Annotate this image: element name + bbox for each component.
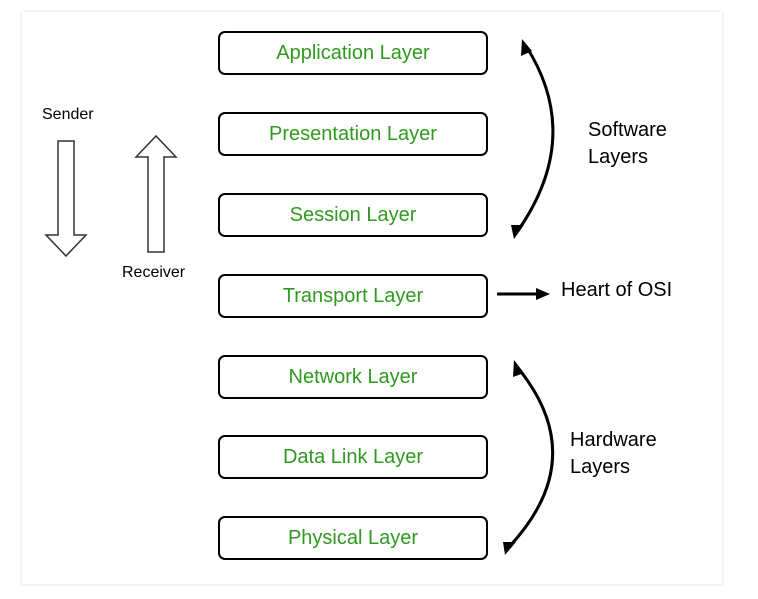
hardware-bracket-arrow — [506, 367, 555, 550]
sender-label: Sender — [42, 106, 94, 123]
layer-label: Data Link Layer — [282, 445, 424, 468]
receiver-label: Receiver — [122, 264, 186, 281]
software-label-line2: Layers — [588, 146, 649, 168]
up-arrow-icon — [134, 134, 178, 253]
layer-transport: Transport Layer — [218, 274, 488, 318]
layer-label: Application Layer — [276, 41, 430, 64]
software-label-line1: Software — [588, 119, 667, 141]
arrowhead-icon — [513, 360, 524, 377]
layer-application: Application Layer — [218, 31, 488, 75]
layer-label: Presentation Layer — [269, 122, 437, 145]
layer-session: Session Layer — [218, 193, 488, 237]
arrowhead-icon — [521, 39, 532, 56]
hardware-layers-label: Hardware Layers — [570, 427, 657, 481]
software-layers-label: Software Layers — [588, 117, 667, 171]
arrowhead-icon — [536, 288, 550, 300]
arrowhead-icon — [503, 542, 516, 555]
layer-presentation: Presentation Layer — [218, 112, 488, 156]
layer-label: Physical Layer — [287, 526, 419, 549]
software-bracket-arrow — [515, 45, 555, 233]
layer-network: Network Layer — [218, 355, 488, 399]
down-arrow-icon — [44, 140, 88, 258]
layer-label: Network Layer — [288, 365, 418, 388]
layer-label: Session Layer — [289, 203, 417, 226]
hardware-label-line2: Layers — [570, 456, 631, 478]
layer-data-link: Data Link Layer — [218, 435, 488, 479]
layer-label: Transport Layer — [282, 284, 424, 307]
heart-of-osi-label: Heart of OSI — [561, 279, 673, 301]
layer-physical: Physical Layer — [218, 516, 488, 560]
hardware-label-line1: Hardware — [570, 429, 657, 451]
arrowhead-icon — [511, 225, 524, 239]
